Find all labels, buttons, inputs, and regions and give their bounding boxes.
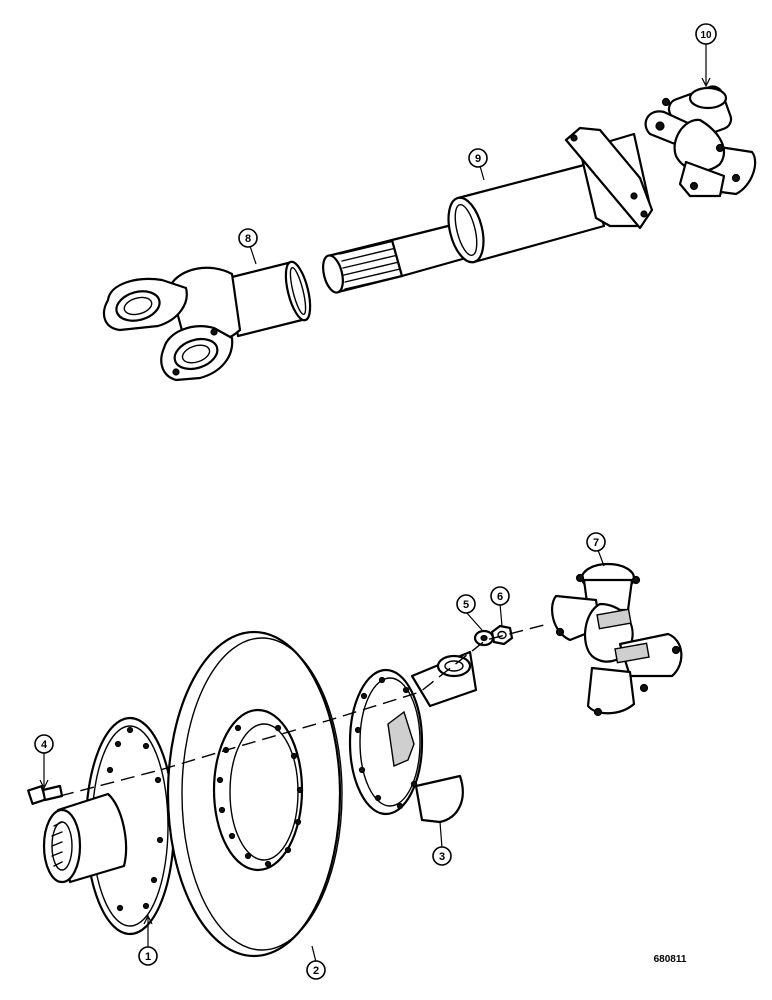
- callout-label-7: 7: [593, 537, 599, 549]
- universal-joint-part-10: [644, 85, 757, 198]
- callout-3: 3: [432, 821, 452, 866]
- callout-label-1: 1: [145, 951, 151, 963]
- slip-yoke-part-8: [102, 260, 312, 382]
- drawing-number: 680811: [654, 954, 687, 965]
- callout-label-6: 6: [497, 591, 503, 603]
- flange-yoke-part-3: [348, 650, 478, 824]
- callout-label-2: 2: [313, 965, 319, 977]
- callout-1: 1: [138, 914, 158, 966]
- callout-8: 8: [238, 228, 258, 265]
- callout-10: 10: [695, 23, 717, 88]
- universal-joint-part-7: [551, 562, 683, 717]
- callout-label-5: 5: [463, 599, 469, 611]
- callout-label-4: 4: [41, 739, 48, 751]
- assembly-alignment-line: [59, 623, 549, 797]
- callout-6: 6: [490, 586, 510, 627]
- callout-label-9: 9: [475, 153, 481, 165]
- callout-9: 9: [468, 148, 488, 181]
- splined-shaft-part-9: [322, 126, 654, 294]
- nut-part-6: [490, 624, 514, 646]
- lock-washer-part-5: [473, 629, 495, 647]
- callout-label-3: 3: [439, 851, 445, 863]
- callout-label-8: 8: [245, 233, 251, 245]
- callout-2: 2: [306, 945, 326, 980]
- callout-label-10: 10: [700, 30, 712, 41]
- brake-disc-part-2: [166, 630, 343, 958]
- callout-7: 7: [586, 532, 606, 567]
- callout-4: 4: [34, 734, 54, 790]
- hub-flange-part-1: [42, 716, 176, 936]
- callout-5: 5: [456, 594, 483, 631]
- bolt-part-4: [27, 784, 64, 805]
